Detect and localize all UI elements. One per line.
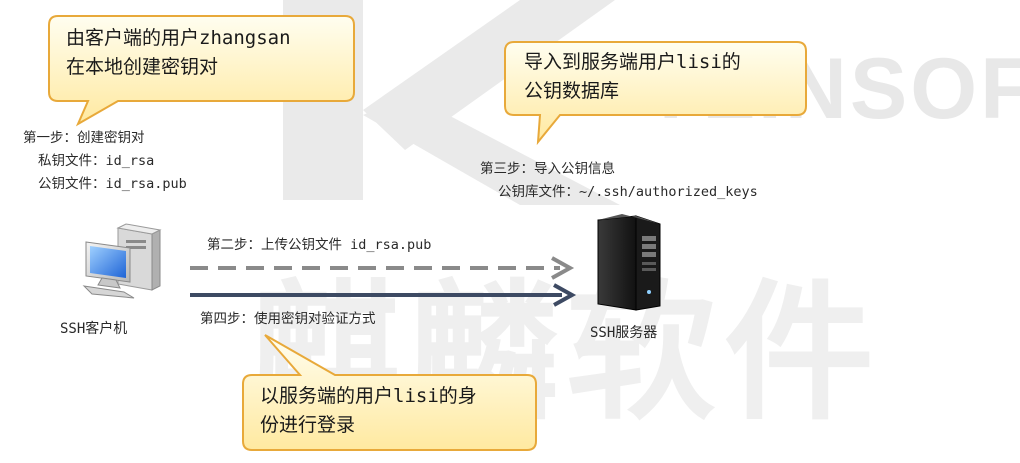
step3-caption: 第三步：导入公钥信息 公钥库文件：~/.ssh/authorized_keys bbox=[480, 158, 758, 204]
client-label: SSH客户机 bbox=[60, 321, 128, 337]
callout-client-line1: 由客户端的用户zhangsan bbox=[66, 27, 291, 49]
callout-import-text: 导入到服务端用户lisi的 公钥数据库 bbox=[524, 48, 741, 106]
callout-login-text: 以服务端的用户lisi的身 份进行登录 bbox=[260, 382, 477, 440]
callout-login-line2: 份进行登录 bbox=[260, 414, 356, 436]
step1-public-key: 公钥文件：id_rsa.pub bbox=[38, 176, 187, 192]
callout-client-line2: 在本地创建密钥对 bbox=[66, 56, 219, 78]
callout-client-text: 由客户端的用户zhangsan 在本地创建密钥对 bbox=[66, 24, 291, 82]
tower-server-icon bbox=[597, 214, 661, 311]
step1-caption: 第一步：创建密钥对 私钥文件：id_rsa 公钥文件：id_rsa.pub bbox=[23, 127, 187, 196]
step2-label: 第二步：上传公钥文件 id_rsa.pub bbox=[207, 237, 432, 253]
step1-private-key: 私钥文件：id_rsa bbox=[38, 153, 155, 169]
step3-title: 第三步：导入公钥信息 bbox=[480, 161, 615, 177]
step1-title: 第一步：创建密钥对 bbox=[23, 130, 145, 146]
callout-import-line1: 导入到服务端用户lisi的 bbox=[524, 51, 741, 73]
desktop-computer-icon bbox=[82, 223, 162, 299]
step3-keys-file: 公钥库文件：~/.ssh/authorized_keys bbox=[498, 184, 758, 200]
callout-import-line2: 公钥数据库 bbox=[524, 80, 620, 102]
callout-login-line1: 以服务端的用户lisi的身 bbox=[260, 385, 477, 407]
step4-label: 第四步：使用密钥对验证方式 bbox=[200, 311, 376, 327]
server-label: SSH服务器 bbox=[590, 325, 658, 341]
